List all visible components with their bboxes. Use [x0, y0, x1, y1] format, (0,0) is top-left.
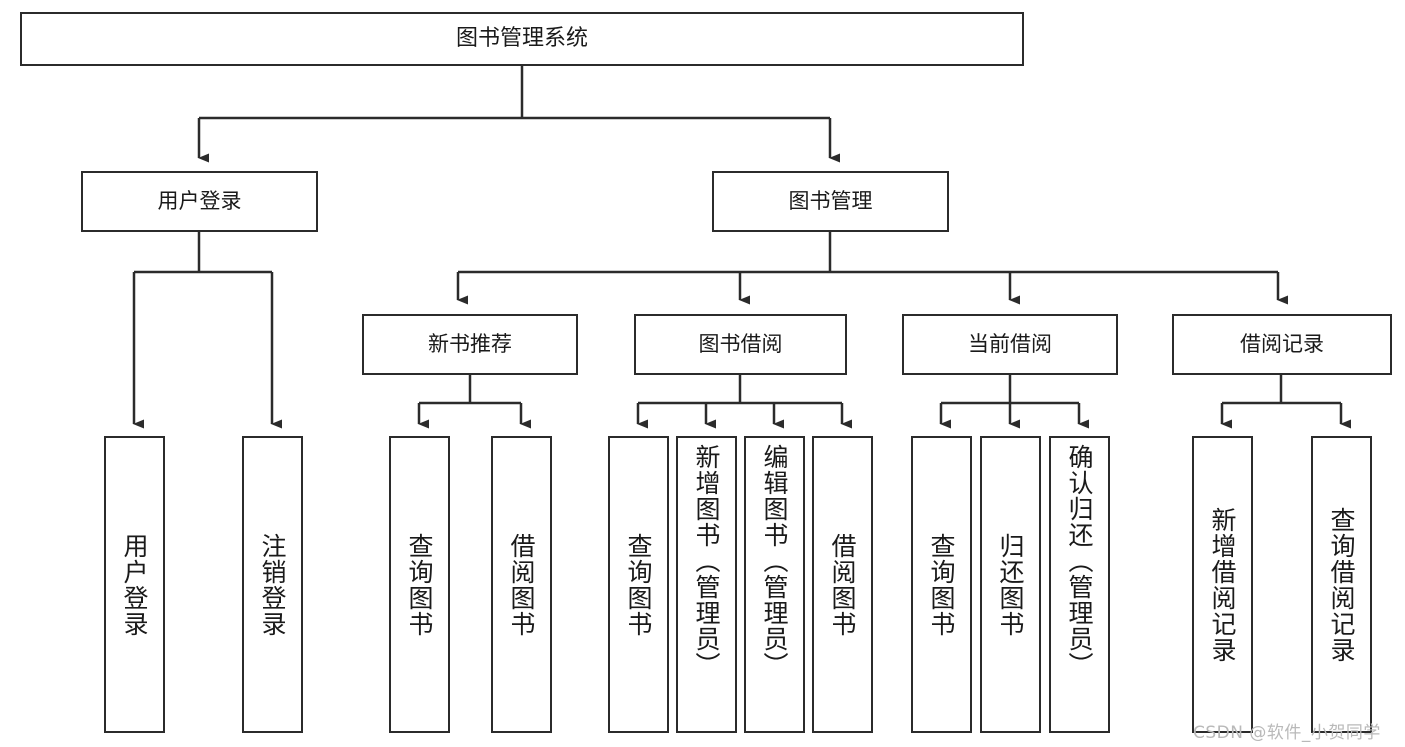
node-label: 新增借阅记录	[1208, 506, 1237, 663]
node-label: 用户登录	[120, 532, 149, 637]
node-label: 查询图书	[405, 532, 434, 637]
node-label: 新书推荐	[428, 331, 512, 356]
node-label: 借阅图书	[507, 532, 536, 637]
node-leaf-user-login[interactable]: 用户登录	[104, 436, 165, 733]
node-label: 图书借阅	[698, 331, 783, 356]
node-new-book-recommend[interactable]: 新书推荐	[362, 314, 578, 375]
node-leaf-edit-book[interactable]: 编辑图书（管理员）	[744, 436, 805, 733]
node-leaf-return-book[interactable]: 归还图书	[980, 436, 1041, 733]
node-label: 新增图书（管理员）	[692, 444, 721, 678]
node-label: 借阅图书	[828, 532, 857, 637]
node-leaf-borrow-book-1[interactable]: 借阅图书	[491, 436, 552, 733]
node-label: 归还图书	[996, 532, 1025, 637]
node-label: 当前借阅	[968, 331, 1052, 356]
node-leaf-confirm-return[interactable]: 确认归还（管理员）	[1049, 436, 1110, 733]
node-leaf-query-book-1[interactable]: 查询图书	[389, 436, 450, 733]
node-leaf-query-book-2[interactable]: 查询图书	[608, 436, 669, 733]
csdn-watermark: CSDN @软件_小贺同学	[1193, 723, 1381, 743]
node-label: 借阅记录	[1240, 331, 1324, 356]
node-book-borrow[interactable]: 图书借阅	[634, 314, 847, 375]
node-leaf-query-record[interactable]: 查询借阅记录	[1311, 436, 1372, 733]
node-label: 注销登录	[258, 532, 287, 637]
node-leaf-user-logout[interactable]: 注销登录	[242, 436, 303, 733]
node-label: 查询图书	[624, 532, 653, 637]
node-borrow-record[interactable]: 借阅记录	[1172, 314, 1392, 375]
node-label: 图书管理	[788, 188, 873, 213]
node-leaf-query-book-3[interactable]: 查询图书	[911, 436, 972, 733]
node-book-management[interactable]: 图书管理	[712, 171, 949, 232]
node-current-borrow[interactable]: 当前借阅	[902, 314, 1118, 375]
node-user-login[interactable]: 用户登录	[81, 171, 318, 232]
node-label: 确认归还（管理员）	[1065, 444, 1094, 678]
node-label: 用户登录	[157, 188, 242, 213]
node-leaf-add-book[interactable]: 新增图书（管理员）	[676, 436, 737, 733]
node-root-system[interactable]: 图书管理系统	[20, 12, 1024, 66]
node-leaf-add-record[interactable]: 新增借阅记录	[1192, 436, 1253, 733]
node-label: 查询借阅记录	[1327, 506, 1356, 663]
node-label: 编辑图书（管理员）	[760, 444, 789, 678]
node-leaf-borrow-book-2[interactable]: 借阅图书	[812, 436, 873, 733]
node-label: 图书管理系统	[455, 26, 588, 52]
node-label: 查询图书	[927, 532, 956, 637]
